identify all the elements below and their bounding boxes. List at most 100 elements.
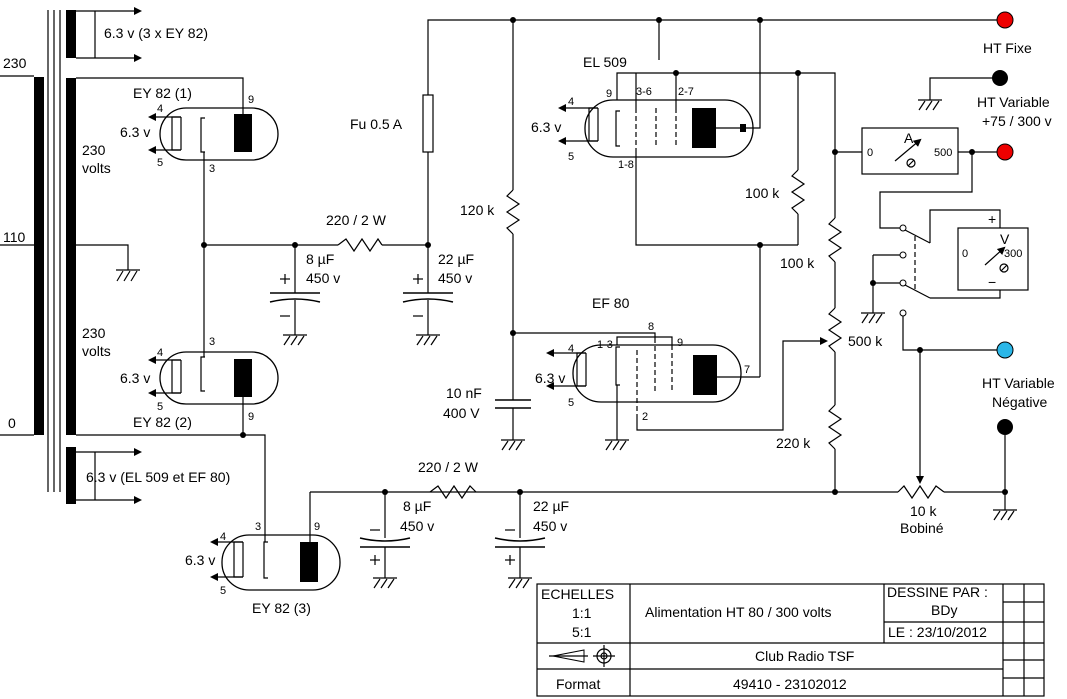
- potentiometer-10k-type: Bobiné: [900, 520, 944, 536]
- title-block: [536, 583, 1045, 697]
- resistor-100k-b: [827, 217, 843, 263]
- resistor-neg-label: 220 / 2 W: [418, 459, 479, 475]
- ht-variable-range: +75 / 300 v: [982, 113, 1052, 129]
- voltmeter: [957, 227, 1029, 291]
- wire-g1: [635, 148, 798, 246]
- title-author: BDy: [931, 602, 957, 618]
- primary-tap-110: 110: [3, 229, 26, 245]
- el509-heater: 6.3 v: [531, 119, 561, 135]
- heater-bottom-outputs: [76, 448, 142, 504]
- transformer: [0, 10, 76, 504]
- el509-pin36: 3-6: [636, 86, 652, 98]
- title-reference: 49410 - 23102012: [733, 676, 847, 692]
- ef80-pin2: 2: [642, 411, 648, 423]
- title-scale-1: 1:1: [572, 605, 592, 621]
- secondary-lower-unit: volts: [82, 343, 111, 359]
- potentiometer-10k-value: 10 k: [910, 503, 937, 519]
- ey82-2-name: EY 82 (2): [133, 414, 192, 430]
- ht-fixe-label: HT Fixe: [983, 40, 1032, 56]
- ef80-pin8: 8: [648, 321, 654, 333]
- cap-neg-22uf-voltage: 450 v: [533, 518, 567, 534]
- ey82-2-pin9: 9: [248, 411, 254, 423]
- cap-neg-8uf-value: 8 µF: [403, 498, 431, 514]
- heater-bottom-label: 6.3 v (EL 509 et EF 80): [86, 469, 230, 485]
- wire-ht-bus: [427, 19, 1005, 95]
- cap-pos-22uf-voltage: 450 v: [438, 270, 472, 286]
- fuse-label: Fu 0.5 A: [350, 116, 403, 132]
- ht-negative-ground-terminal: [997, 419, 1013, 435]
- el509-name: EL 509: [583, 54, 627, 70]
- ef80-pin4: 4: [568, 343, 574, 355]
- wire-cathode-chain: [798, 72, 836, 218]
- resistor-120k-label: 120 k: [460, 202, 495, 218]
- primary-tap-0: 0: [8, 415, 16, 431]
- ef80-heater: 6.3 v: [535, 370, 565, 386]
- ey82-3-heater: 6.3 v: [185, 552, 215, 568]
- heater-top-label: 6.3 v (3 x EY 82): [104, 25, 208, 41]
- voltmeter-plus: +: [988, 211, 996, 227]
- potentiometer-10k: [897, 484, 945, 500]
- ground-symbol: [116, 269, 140, 282]
- capacitor-pos-8uf: [269, 245, 321, 346]
- junction-switch-ground: [870, 280, 876, 286]
- resistor-pos-label: 220 / 2 W: [326, 212, 387, 228]
- el509-pin5: 5: [568, 151, 574, 163]
- capacitor-10nf: [495, 333, 531, 451]
- cap-pos-22uf-value: 22 µF: [438, 251, 474, 267]
- wire-sec-bottom: [76, 434, 266, 525]
- ammeter: [861, 127, 1005, 175]
- ht-fixe-terminal: [996, 11, 1014, 29]
- ef80-pin5: 5: [568, 397, 574, 409]
- capacitor-pos-22uf: [402, 245, 454, 346]
- ey82-3-pin9: 9: [314, 521, 320, 533]
- ef80-pin13: 1-3: [597, 339, 613, 351]
- junction-ey82-3: [240, 432, 246, 438]
- voltmeter-max: 300: [1004, 248, 1022, 260]
- el509-pin4: 4: [568, 96, 574, 108]
- ammeter-min: 0: [867, 147, 873, 159]
- junction-10k-ground: [1002, 489, 1008, 495]
- ht-variable-ground-terminal: [992, 70, 1008, 86]
- ground-neg: [993, 509, 1017, 521]
- ey82-3-pin3: 3: [255, 521, 261, 533]
- ey82-3-pin4: 4: [220, 531, 226, 543]
- wire-sec-top: [76, 77, 244, 108]
- ey82-3-pin5: 5: [220, 585, 226, 597]
- el509-pin27: 2-7: [678, 86, 694, 98]
- ey82-1-pin5: 5: [157, 157, 163, 169]
- fuse: [422, 94, 434, 153]
- cap-10nf-value: 10 nF: [446, 385, 482, 401]
- ey82-1-tube: [148, 107, 279, 245]
- junction-g2: [673, 70, 679, 76]
- junction-220k-bus: [832, 489, 838, 495]
- secondary-upper-voltage: 230: [82, 142, 106, 158]
- ef80-name: EF 80: [592, 295, 630, 311]
- cap-pos-8uf-value: 8 µF: [306, 251, 334, 267]
- ht-variable-ground: [918, 77, 1000, 111]
- el509-tube: [558, 20, 798, 158]
- ht-variable-terminal: [996, 143, 1014, 161]
- resistor-100k-b-label: 100 k: [780, 255, 815, 271]
- ammeter-max: 500: [934, 147, 952, 159]
- secondary-upper-unit: volts: [82, 160, 111, 176]
- resistor-100k-a-label: 100 k: [745, 185, 780, 201]
- resistor-120k: [505, 189, 521, 235]
- ey82-1-pin4: 4: [157, 103, 163, 115]
- voltmeter-symbol: V: [1000, 231, 1010, 247]
- projection-symbol-icon: [549, 645, 615, 667]
- wire-pot-wiper: [636, 337, 828, 431]
- resistor-100k-a: [790, 169, 806, 215]
- voltmeter-min: 0: [962, 248, 968, 260]
- voltmeter-minus: −: [988, 274, 996, 290]
- resistor-220k-label: 220 k: [776, 435, 811, 451]
- title-club: Club Radio TSF: [755, 648, 854, 664]
- el509-pin18: 1-8: [618, 159, 634, 171]
- resistor-neg-220: [429, 484, 477, 500]
- ey82-2-tube: [148, 245, 279, 435]
- ey82-1-name: EY 82 (1): [133, 85, 192, 101]
- primary-tap-230: 230: [3, 55, 27, 71]
- title-dessine-par: DESSINE PAR :: [887, 584, 988, 600]
- ey82-1-pin9: 9: [248, 94, 254, 106]
- wire-center-tap: [76, 244, 129, 270]
